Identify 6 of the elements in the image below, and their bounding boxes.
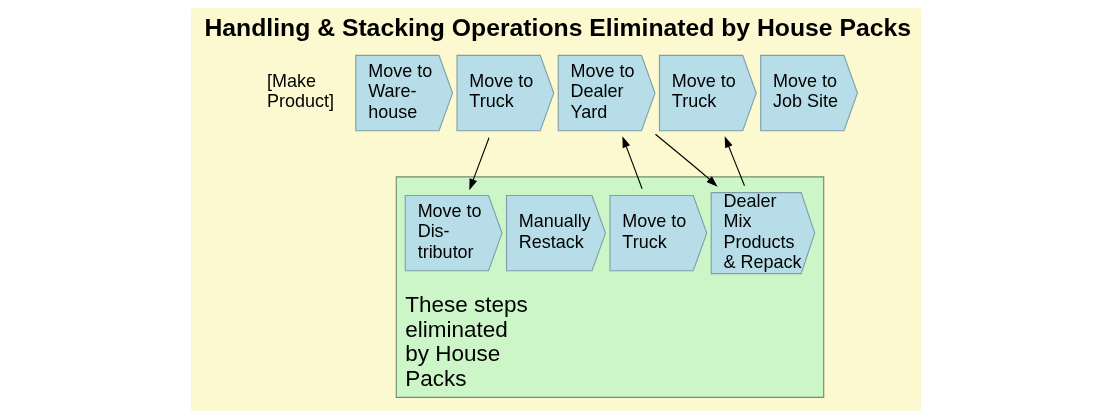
arrow: [654, 133, 718, 187]
diagram-title: Handling & Stacking Operations Eliminated by House Packs: [204, 13, 911, 41]
arrow: [469, 137, 490, 191]
arrow: [724, 136, 746, 187]
label: [Make Product]: [266, 71, 334, 112]
arrow: [622, 136, 643, 190]
